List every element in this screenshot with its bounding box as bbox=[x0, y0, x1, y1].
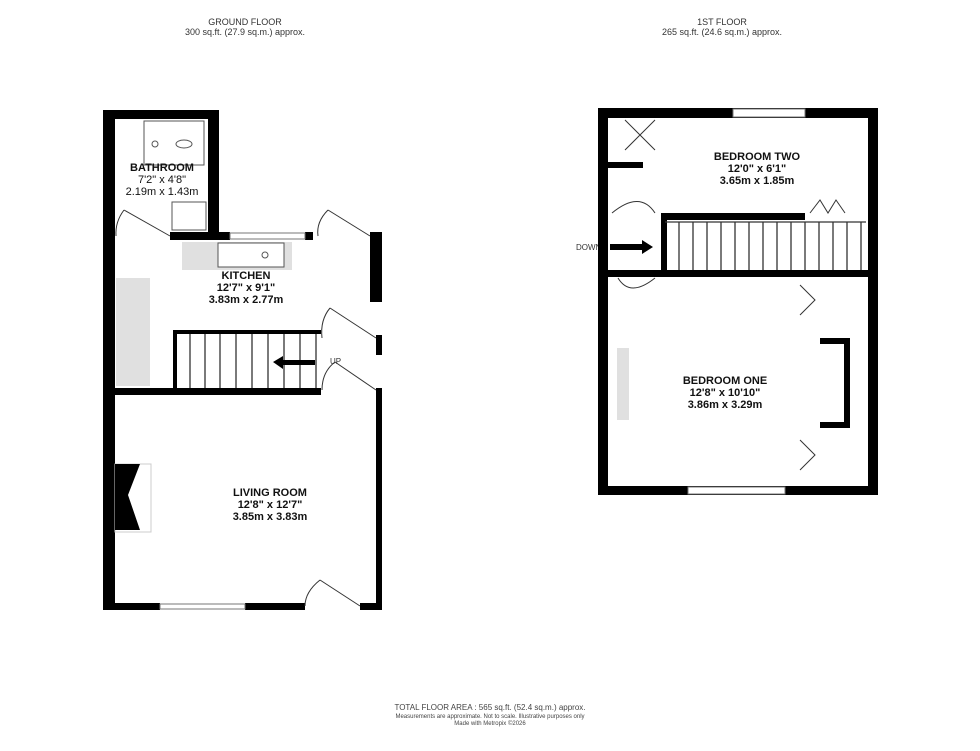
room-metric: 3.86m x 3.29m bbox=[687, 399, 763, 411]
kitchen-unit bbox=[116, 278, 150, 386]
room-label-bedroom-one: BEDROOM ONE 12'8" x 10'10" 3.86m x 3.29m bbox=[645, 375, 805, 411]
room-imperial: 7'2" x 4'8" bbox=[137, 174, 187, 186]
first-floor-header: 1ST FLOOR 265 sq.ft. (24.6 sq.m.) approx… bbox=[612, 17, 832, 37]
room-imperial: 12'0" x 6'1" bbox=[727, 163, 787, 175]
stairs-up-label: UP bbox=[330, 357, 342, 366]
ground-walls bbox=[103, 110, 382, 610]
room-metric: 3.65m x 1.85m bbox=[719, 175, 795, 187]
first-floor-area: 265 sq.ft. (24.6 sq.m.) approx. bbox=[661, 27, 783, 37]
room-metric: 2.19m x 1.43m bbox=[125, 186, 199, 198]
first-doors bbox=[611, 119, 846, 471]
total-floor-area: TOTAL FLOOR AREA : 565 sq.ft. (52.4 sq.m… bbox=[394, 703, 586, 712]
room-imperial: 12'7" x 9'1" bbox=[216, 282, 276, 294]
bath-icon bbox=[143, 120, 205, 166]
bedroom-one-window bbox=[687, 486, 786, 495]
ground-floor-plan bbox=[103, 110, 382, 610]
disclaimer: Measurements are approximate. Not to sca… bbox=[395, 714, 585, 720]
ground-floor-header: GROUND FLOOR 300 sq.ft. (27.9 sq.m.) app… bbox=[135, 17, 355, 37]
landing-unit bbox=[617, 348, 629, 420]
room-label-kitchen: KITCHEN 12'7" x 9'1" 3.83m x 2.77m bbox=[166, 270, 326, 306]
sink-icon bbox=[217, 242, 285, 268]
room-imperial: 12'8" x 12'7" bbox=[237, 499, 303, 511]
room-name: BATHROOM bbox=[130, 162, 194, 174]
fireplace-icon bbox=[114, 463, 152, 533]
room-metric: 3.83m x 2.77m bbox=[208, 294, 284, 306]
basin-icon bbox=[171, 201, 207, 231]
first-stairs bbox=[665, 221, 866, 270]
ground-floor-title: GROUND FLOOR bbox=[208, 17, 282, 27]
credit: Made with Metropix ©2026 bbox=[454, 721, 526, 727]
first-floor-plan bbox=[598, 108, 878, 495]
bedroom-two-window bbox=[732, 108, 806, 118]
room-name: LIVING ROOM bbox=[233, 487, 307, 499]
room-metric: 3.85m x 3.83m bbox=[232, 511, 308, 523]
room-imperial: 12'8" x 10'10" bbox=[689, 387, 761, 399]
room-label-living-room: LIVING ROOM 12'8" x 12'7" 3.85m x 3.83m bbox=[190, 487, 350, 523]
room-name: BEDROOM ONE bbox=[682, 375, 768, 387]
kitchen-window bbox=[229, 232, 306, 240]
room-label-bathroom: BATHROOM 7'2" x 4'8" 2.19m x 1.43m bbox=[82, 162, 242, 198]
living-window bbox=[159, 603, 246, 610]
room-name: BEDROOM TWO bbox=[713, 151, 801, 163]
room-name: KITCHEN bbox=[221, 270, 271, 282]
stairs-arrow-icon bbox=[610, 240, 653, 254]
first-floor-title: 1ST FLOOR bbox=[697, 17, 747, 27]
ground-floor-area: 300 sq.ft. (27.9 sq.m.) approx. bbox=[184, 27, 306, 37]
stairs-down-label: DOWN bbox=[576, 243, 598, 252]
stairs-arrow-icon bbox=[273, 356, 315, 369]
room-label-bedroom-two: BEDROOM TWO 12'0" x 6'1" 3.65m x 1.85m bbox=[677, 151, 837, 187]
doors bbox=[115, 209, 377, 607]
